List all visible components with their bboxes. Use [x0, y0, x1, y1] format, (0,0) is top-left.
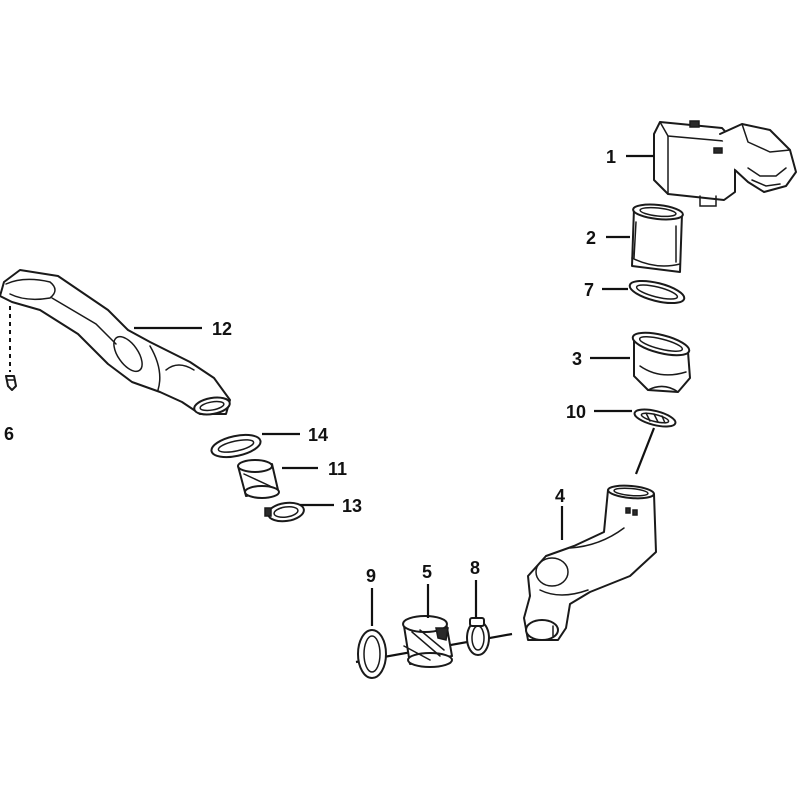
part-7-seal	[628, 279, 686, 305]
part-11-connector	[237, 459, 280, 499]
part-3-adapter	[631, 331, 691, 393]
part-14-seal	[210, 433, 262, 459]
callout-7: 7	[584, 280, 594, 300]
callout-5: 5	[422, 562, 432, 582]
part-6-fastener	[5, 375, 17, 391]
callout-1: 1	[606, 147, 616, 167]
callout-4: 4	[555, 486, 565, 506]
part-2-tube	[631, 203, 684, 273]
part-8-clamp	[466, 617, 490, 656]
part-4-duct	[523, 484, 657, 641]
part-5-sleeve	[402, 615, 453, 668]
callout-labels: 1 2 3 4 5 6 7 8 9 10 11 12 13 14	[4, 147, 616, 586]
assembly-line-10-4	[634, 427, 656, 475]
callout-11: 11	[328, 459, 347, 479]
callout-6: 6	[4, 424, 14, 444]
callout-12: 12	[212, 319, 232, 339]
callout-13: 13	[342, 496, 362, 516]
callout-14: 14	[308, 425, 328, 445]
callout-3: 3	[572, 349, 582, 369]
part-10-seal	[633, 408, 677, 428]
part-12-intake-pipe	[0, 269, 231, 416]
callout-10: 10	[566, 402, 586, 422]
part-13-clamp	[264, 501, 305, 523]
callout-9: 9	[366, 566, 376, 586]
callout-8: 8	[470, 558, 480, 578]
part-9-gasket	[357, 629, 387, 679]
callout-2: 2	[586, 228, 596, 248]
part-1-housing	[653, 120, 797, 207]
leader-lines	[134, 154, 654, 626]
